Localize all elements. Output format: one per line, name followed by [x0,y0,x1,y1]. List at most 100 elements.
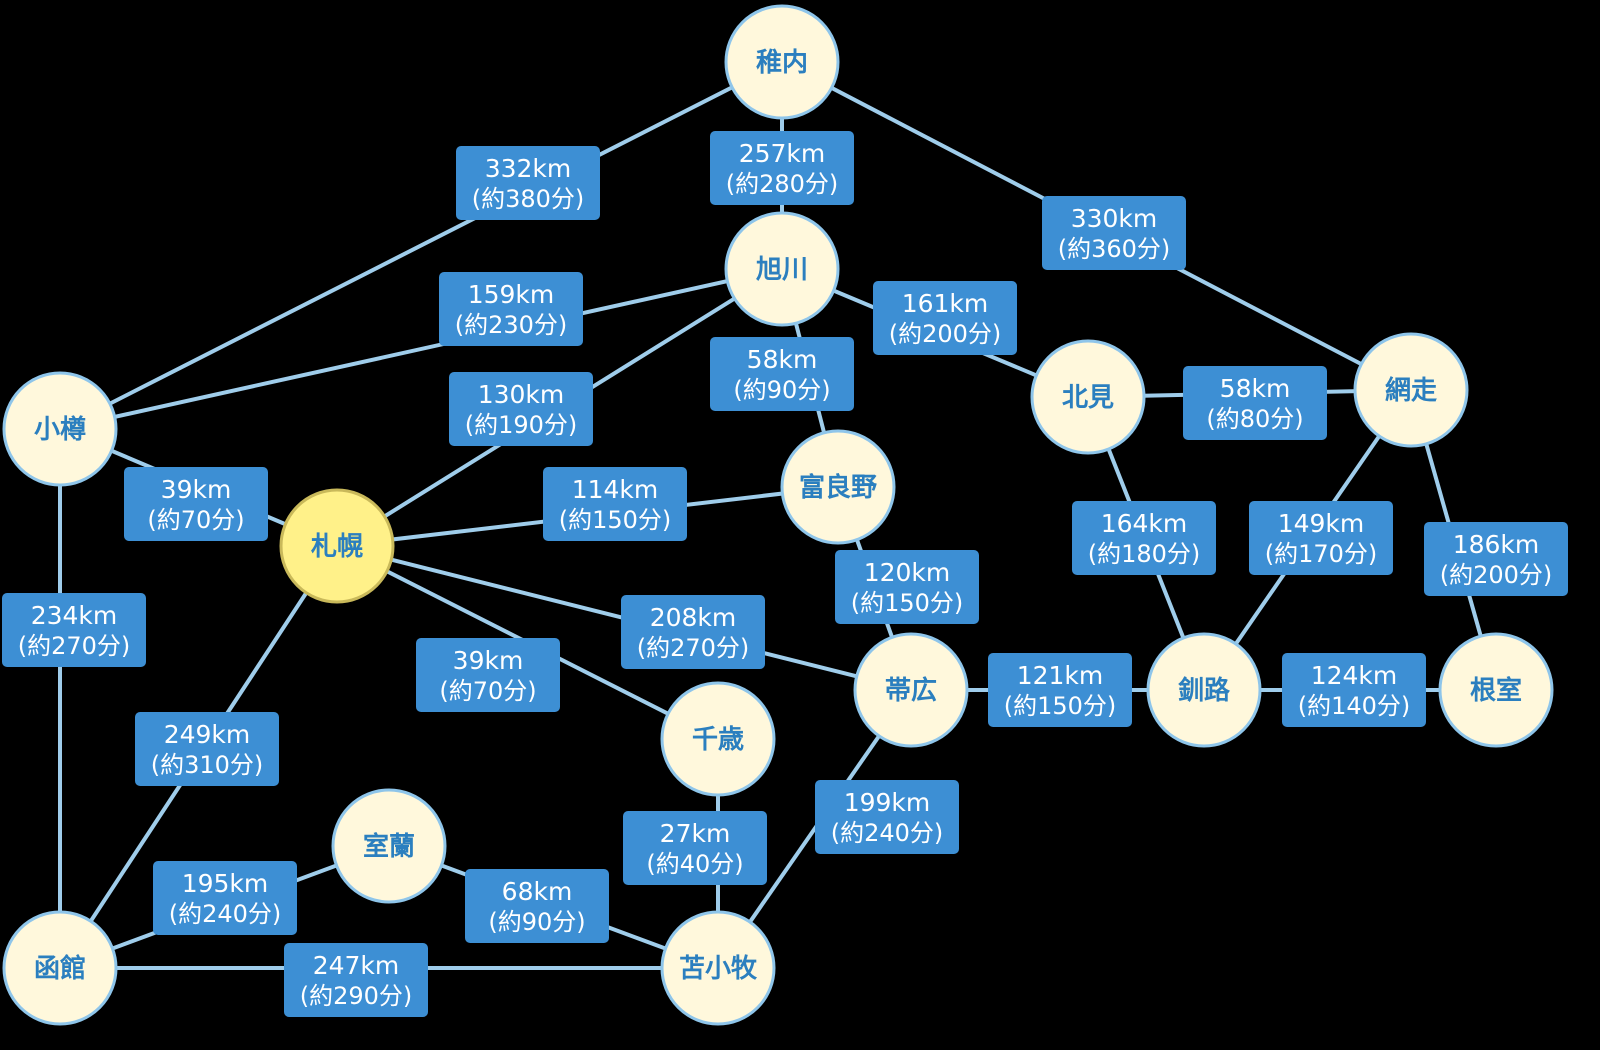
route-label-abashiri-kushiro: 149km(約170分) [1249,501,1393,575]
route-label-box [1183,366,1327,440]
route-time: (約70分) [147,506,244,534]
route-distance: 130km [478,380,565,409]
route-distance: 249km [164,720,251,749]
route-label-chitose-tomakomai: 27km(約40分) [623,811,767,885]
route-label-box [1249,501,1393,575]
route-label-box [456,146,600,220]
city-circle [660,910,776,1026]
city-circle [724,4,840,120]
route-label-asahikawa-otaru: 159km(約230分) [439,272,583,346]
route-label-otaru-hakodate: 234km(約270分) [2,593,146,667]
route-time: (約70分) [439,677,536,705]
route-label-obihiro-kushiro: 121km(約150分) [988,653,1132,727]
route-time: (約280分) [726,170,839,198]
route-label-otaru-sapporo: 39km(約70分) [124,467,268,541]
route-label-asahikawa-kitami: 161km(約200分) [873,281,1017,355]
route-label-hakodate-muroran: 195km(約240分) [153,861,297,935]
route-time: (約200分) [889,320,1002,348]
route-label-box [153,861,297,935]
city-node-sapporo: 札幌 [279,488,395,604]
city-node-furano: 富良野 [780,429,896,545]
route-label-box [449,372,593,446]
route-time: (約170分) [1265,540,1378,568]
route-label-box [1072,501,1216,575]
city-name: 根室 [1470,675,1522,706]
route-label-asahikawa-sapporo: 130km(約190分) [449,372,593,446]
city-circle [1353,332,1469,448]
route-distance: 68km [502,877,573,906]
city-name: 旭川 [756,255,808,285]
city-node-obihiro: 帯広 [853,632,969,748]
route-label-asahikawa-furano: 58km(約90分) [710,337,854,411]
city-node-hakodate: 函館 [2,910,118,1026]
route-label-box [284,943,428,1017]
route-time: (約90分) [488,908,585,936]
city-node-nemuro: 根室 [1438,632,1554,748]
city-circle [279,488,395,604]
route-time: (約270分) [18,632,131,660]
city-node-chitose: 千歳 [660,681,776,797]
route-label-sapporo-chitose: 39km(約70分) [416,638,560,712]
route-label-box [124,467,268,541]
route-distance: 208km [650,603,737,632]
route-label-sapporo-hakodate: 249km(約310分) [135,712,279,786]
route-time: (約150分) [851,589,964,617]
city-name: 千歳 [692,725,744,755]
route-labels: 332km(約380分)257km(約280分)330km(約360分)159k… [2,131,1568,1017]
route-time: (約90分) [733,376,830,404]
route-label-muroran-tomakomai: 68km(約90分) [465,869,609,943]
route-label-box [815,780,959,854]
route-label-box [439,272,583,346]
route-distance: 58km [1220,374,1291,403]
city-name: 札幌 [311,532,363,562]
route-distance: 330km [1071,204,1158,233]
route-time: (約180分) [1088,540,1201,568]
route-label-hakodate-tomakomai: 247km(約290分) [284,943,428,1017]
route-distance: 114km [572,475,659,504]
route-line-asahikawa-otaru [59,267,783,431]
route-distance: 58km [747,345,818,374]
city-name: 小樽 [34,414,86,445]
route-time: (約240分) [831,819,944,847]
route-label-box [873,281,1017,355]
city-circle [853,632,969,748]
city-name: 苫小牧 [679,954,758,984]
route-label-kitami-kushiro: 164km(約180分) [1072,501,1216,575]
route-label-kushiro-nemuro: 124km(約140分) [1282,653,1426,727]
route-distance: 195km [182,869,269,898]
route-label-box [2,593,146,667]
route-time: (約150分) [559,506,672,534]
route-time: (約290分) [300,982,413,1010]
route-distance: 39km [453,646,524,675]
city-circle [331,788,447,904]
city-name: 網走 [1385,375,1437,406]
route-distance: 164km [1101,509,1188,538]
route-label-sapporo-obihiro: 208km(約270分) [621,595,765,669]
route-label-box [465,869,609,943]
route-label-box [710,337,854,411]
route-distance: 161km [902,289,989,318]
route-distance: 121km [1017,661,1104,690]
city-circle [1438,632,1554,748]
route-label-wakkanai-asahikawa: 257km(約280分) [710,131,854,205]
city-node-muroran: 室蘭 [331,788,447,904]
city-nodes: 稚内旭川小樽札幌富良野北見網走帯広釧路根室千歳室蘭函館苫小牧 [2,4,1554,1026]
route-distance: 199km [844,788,931,817]
route-label-box [543,467,687,541]
city-circle [2,910,118,1026]
city-name: 北見 [1062,383,1114,413]
route-time: (約360分) [1058,235,1171,263]
route-time: (約230分) [455,311,568,339]
route-distance: 234km [31,601,118,630]
city-node-abashiri: 網走 [1353,332,1469,448]
route-label-box [835,550,979,624]
route-label-box [988,653,1132,727]
route-time: (約190分) [465,411,578,439]
route-time: (約80分) [1206,405,1303,433]
city-circle [1146,632,1262,748]
route-distance: 39km [161,475,232,504]
city-node-kitami: 北見 [1030,339,1146,455]
route-time: (約40分) [646,850,743,878]
route-distance: 159km [468,280,555,309]
